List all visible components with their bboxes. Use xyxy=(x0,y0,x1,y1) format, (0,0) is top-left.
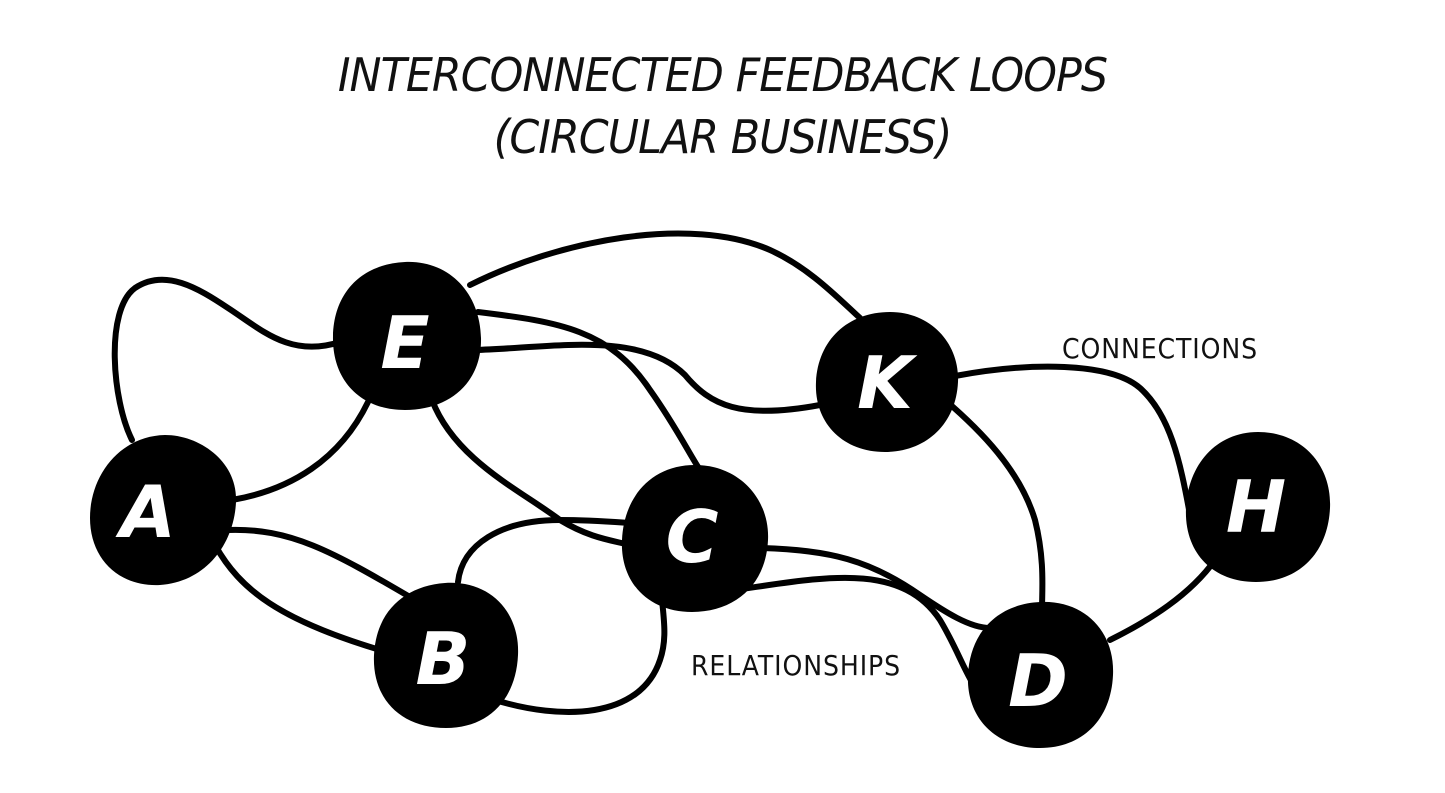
edge-c-d-lower xyxy=(732,574,975,685)
node-h: H xyxy=(1185,432,1331,582)
edge-a-b-lower xyxy=(212,542,383,653)
edge-b-c-upper xyxy=(455,517,633,585)
relationships-label: RELATIONSHIPS xyxy=(691,650,901,683)
edge-e-c-lower xyxy=(429,397,633,548)
node-k: K xyxy=(815,312,959,452)
node-c-label: C xyxy=(666,495,719,579)
title-line-1: INTERCONNECTED FEEDBACK LOOPS xyxy=(337,48,1108,102)
node-a-label: A xyxy=(115,470,176,554)
node-a: A xyxy=(90,435,237,586)
node-h-blob xyxy=(1185,432,1331,582)
edge-e-k-middle xyxy=(472,341,823,414)
node-k-blob xyxy=(815,312,959,452)
edge-c-d-upper xyxy=(757,545,993,631)
node-b-blob xyxy=(373,582,519,728)
node-b-label: B xyxy=(416,617,471,701)
edge-k-d xyxy=(942,397,1046,613)
node-h-label: H xyxy=(1226,465,1286,549)
edge-e-c-upper xyxy=(475,309,703,473)
connections-label: CONNECTIONS xyxy=(1062,333,1258,366)
edge-a-e-outer xyxy=(111,276,343,443)
node-k-label: K xyxy=(857,341,918,425)
node-e: E xyxy=(332,261,482,410)
edge-d-h xyxy=(1107,557,1218,643)
node-c: C xyxy=(621,465,769,612)
node-a-blob xyxy=(90,435,237,586)
edge-a-e-inner xyxy=(229,399,371,503)
node-d: D xyxy=(967,601,1114,748)
edge-e-k-top xyxy=(467,230,863,321)
node-e-blob xyxy=(332,261,482,410)
node-b: B xyxy=(373,582,519,728)
node-d-blob xyxy=(967,601,1114,748)
edge-b-c-lower xyxy=(492,597,668,715)
edge-a-b-upper xyxy=(225,526,418,603)
diagram-title: INTERCONNECTED FEEDBACK LOOPS (CIRCULAR … xyxy=(51,44,1395,168)
edge-k-h xyxy=(952,363,1193,518)
node-d-label: D xyxy=(1008,639,1068,723)
connection-lines xyxy=(111,230,1218,715)
node-c-blob xyxy=(621,465,769,612)
title-line-2: (CIRCULAR BUSINESS) xyxy=(493,110,953,164)
node-e-label: E xyxy=(380,301,429,385)
